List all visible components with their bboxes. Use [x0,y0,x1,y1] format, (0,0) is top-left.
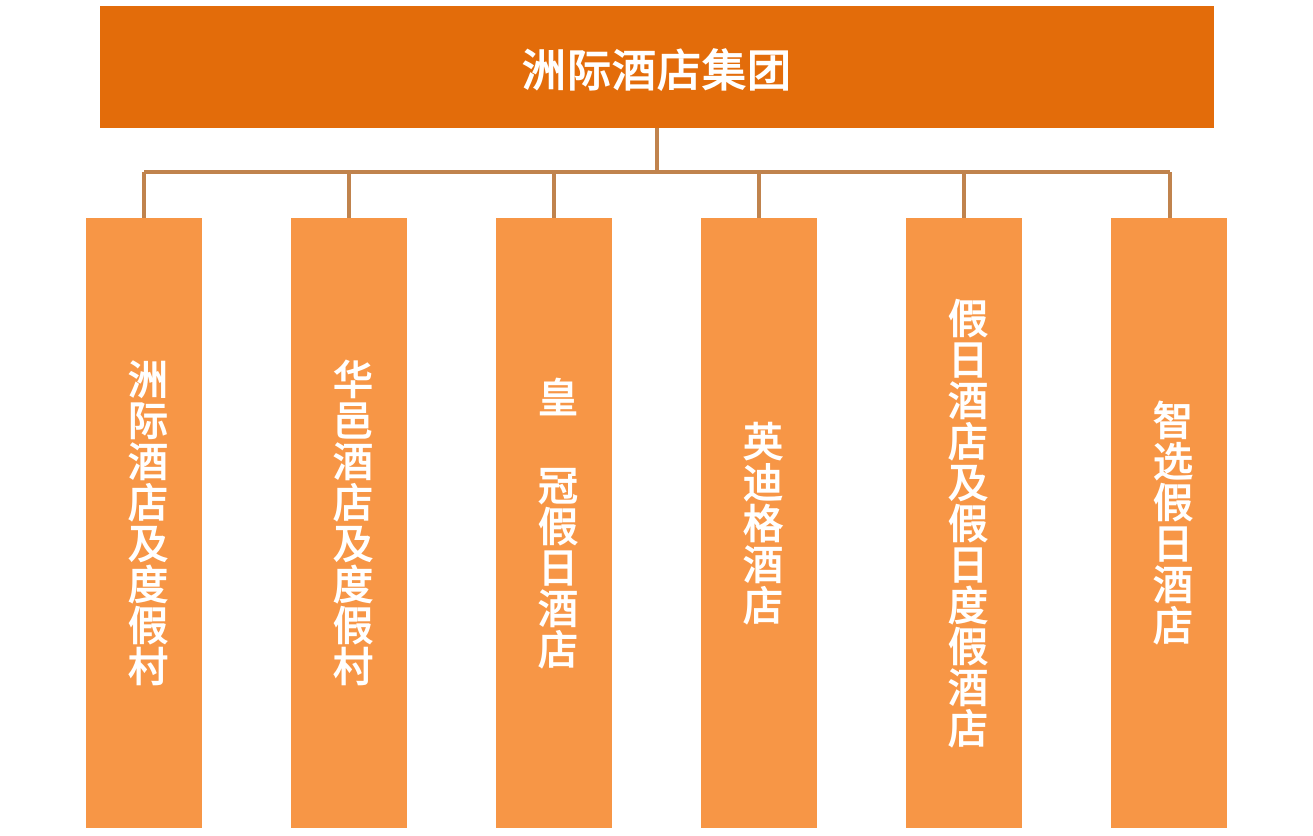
child-node-label: 洲际酒店及度假村 [121,359,167,687]
child-node-intercontinental: 洲际酒店及度假村 [86,218,202,828]
child-node-label: 皇 冠假日酒店 [531,376,577,670]
root-node-label: 洲际酒店集团 [522,46,792,97]
child-node-hualuxe: 华邑酒店及度假村 [291,218,407,828]
child-node-holiday-inn-express: 智选假日酒店 [1111,218,1227,828]
child-node-label: 智选假日酒店 [1146,400,1192,646]
child-node-indigo: 英迪格酒店 [701,218,817,828]
child-node-label: 假日酒店及假日度假酒店 [941,297,987,749]
child-node-label: 华邑酒店及度假村 [326,359,372,687]
child-node-label: 英迪格酒店 [736,420,782,626]
child-node-crowne-plaza: 皇 冠假日酒店 [496,218,612,828]
child-node-holiday-inn: 假日酒店及假日度假酒店 [906,218,1022,828]
root-node: 洲际酒店集团 [100,6,1214,128]
